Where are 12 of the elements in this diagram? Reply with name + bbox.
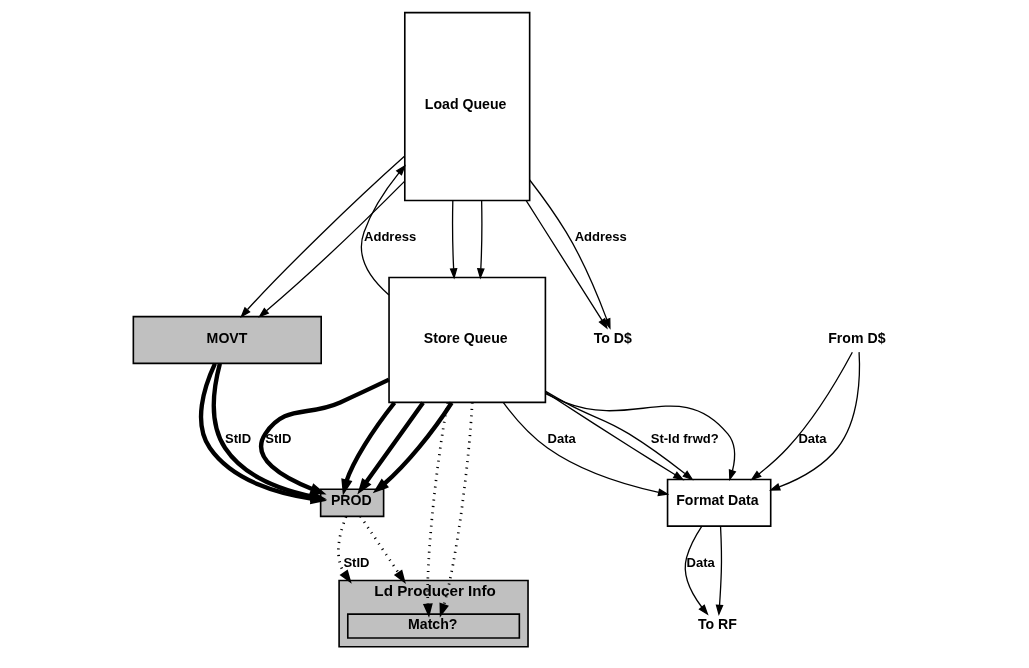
- node-text: To D$: [593, 329, 632, 346]
- edge-label: Address: [574, 229, 627, 245]
- edge-label: StID: [264, 431, 291, 447]
- edge-label: Data: [547, 431, 576, 447]
- edge-label: StID: [224, 431, 251, 447]
- node-text: To RF: [697, 615, 737, 632]
- edge-label: Address: [363, 229, 416, 245]
- node-text: From D$: [827, 329, 885, 346]
- edge-label: StID: [342, 555, 369, 571]
- edge-label: Data: [797, 431, 827, 447]
- edge-label: St-ld frwd?: [650, 431, 719, 447]
- edge-label: Data: [686, 555, 715, 571]
